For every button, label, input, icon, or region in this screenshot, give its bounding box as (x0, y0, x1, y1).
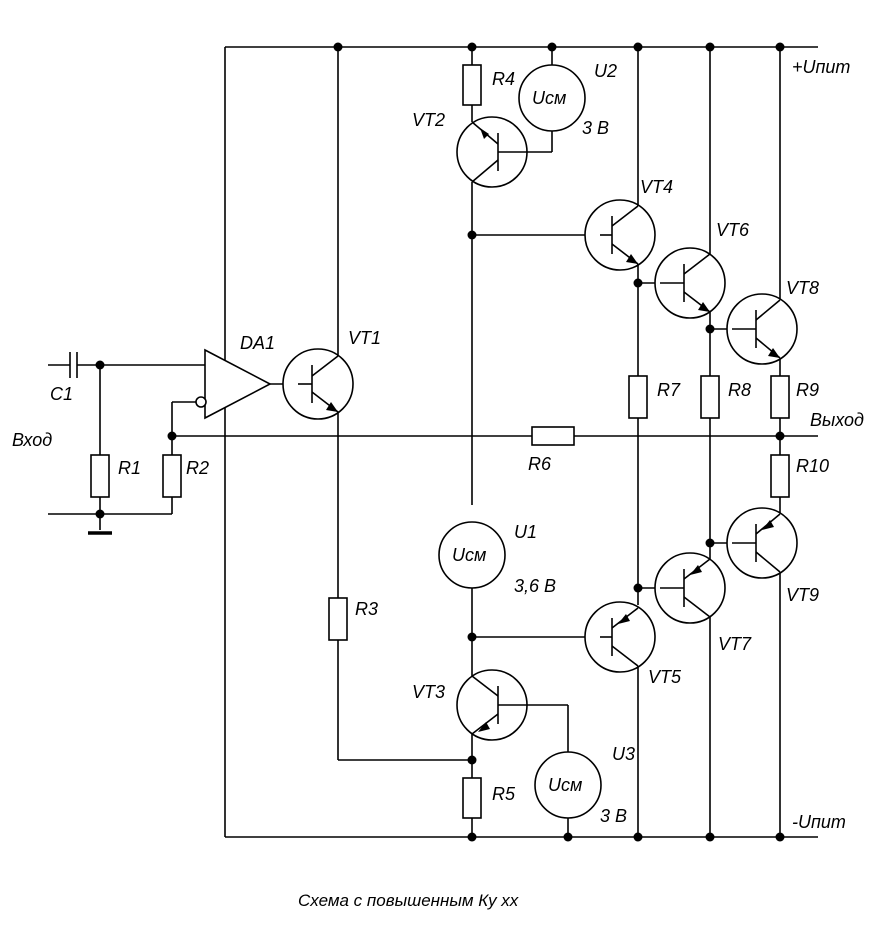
label-r6: R6 (528, 454, 552, 474)
label-supply-pos: +Uпит (792, 57, 850, 77)
label-r2: R2 (186, 458, 209, 478)
supply-rails (224, 46, 818, 838)
label-r1: R1 (118, 458, 141, 478)
junction-dots (95, 42, 785, 842)
resistor-r4 (462, 64, 482, 106)
resistor-r3 (328, 597, 348, 641)
label-u1-val: 3,6 В (514, 576, 556, 596)
label-vt3: VT3 (412, 682, 445, 702)
label-input: Вход (12, 430, 52, 450)
label-r7: R7 (657, 380, 681, 400)
resistor-r1 (90, 454, 110, 498)
upper-driver (456, 47, 586, 505)
label-vt5: VT5 (648, 667, 682, 687)
label-u2-sym: Uсм (532, 88, 566, 108)
resistor-r10 (770, 454, 790, 498)
caption: Схема с повышенным Ку хх (298, 891, 519, 910)
label-vt4: VT4 (640, 177, 673, 197)
label-vt9: VT9 (786, 585, 819, 605)
label-vt8: VT8 (786, 278, 819, 298)
label-u3-val: 3 В (600, 806, 627, 826)
label-da1: DA1 (240, 333, 275, 353)
feedback-line (172, 426, 818, 446)
resistor-r9 (770, 375, 790, 419)
label-output: Выход (810, 410, 864, 430)
transistor-vt7 (654, 552, 726, 624)
transistor-vt6 (654, 47, 726, 837)
label-c1: C1 (50, 384, 73, 404)
opamp-da1 (195, 348, 298, 420)
resistor-r5 (462, 777, 482, 819)
resistor-r7 (628, 375, 648, 419)
label-u1: U1 (514, 522, 537, 542)
lower-driver (456, 669, 602, 837)
label-vt2: VT2 (412, 110, 445, 130)
label-r3: R3 (355, 599, 378, 619)
transistor-vt9 (726, 507, 798, 579)
labels: +Uпит -Uпит Вход Выход C1 R1 R2 R3 R4 R5… (12, 57, 864, 910)
resistor-r8 (700, 375, 720, 419)
label-r4: R4 (492, 69, 515, 89)
label-r5: R5 (492, 784, 516, 804)
label-r8: R8 (728, 380, 751, 400)
label-u2: U2 (594, 61, 617, 81)
label-u1-sym: Uсм (452, 545, 486, 565)
label-vt6: VT6 (716, 220, 750, 240)
label-u2-val: 3 В (582, 118, 609, 138)
label-r9: R9 (796, 380, 819, 400)
capacitor-c1 (69, 352, 78, 378)
label-u3: U3 (612, 744, 635, 764)
input-section (48, 352, 205, 535)
label-vt1: VT1 (348, 328, 381, 348)
label-vt7: VT7 (718, 634, 752, 654)
label-u3-sym: Uсм (548, 775, 582, 795)
resistor-r6 (531, 426, 575, 446)
transistor-vt5 (584, 601, 656, 837)
label-r10: R10 (796, 456, 829, 476)
transistor-vt4 (584, 47, 656, 605)
label-supply-neg: -Uпит (792, 812, 846, 832)
resistor-r2 (162, 454, 182, 498)
transistor-vt1 (282, 47, 472, 761)
transistor-vt8 (726, 293, 798, 365)
